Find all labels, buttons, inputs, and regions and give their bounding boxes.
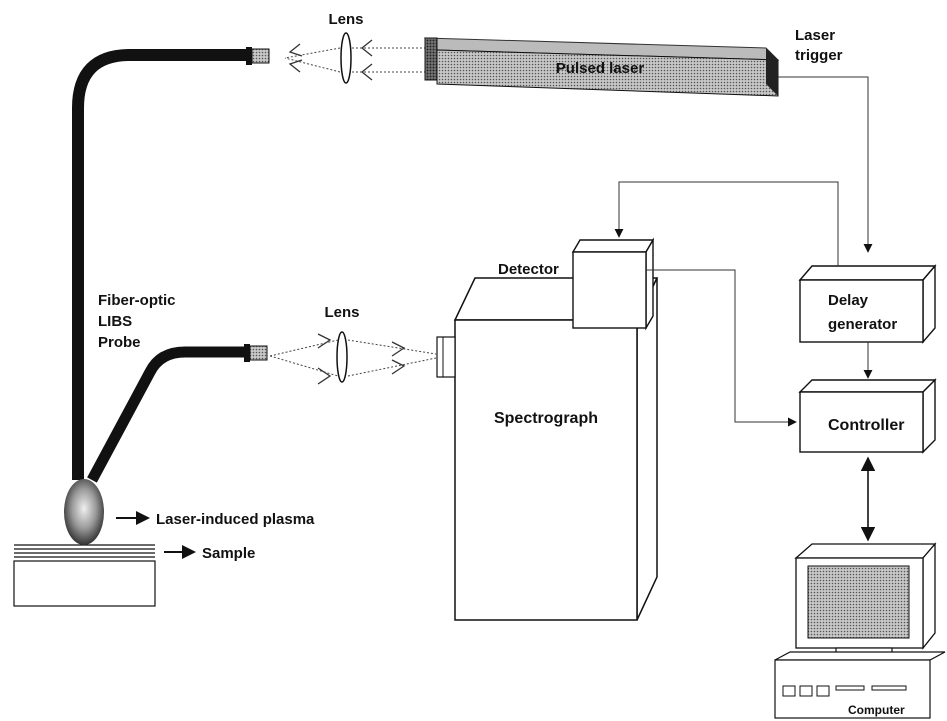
fiber-tip-top xyxy=(251,48,270,64)
sample-pointer-arrow xyxy=(164,545,196,559)
lens-bottom-label: Lens xyxy=(324,304,359,321)
signal-connections xyxy=(614,76,876,542)
entrance-slit xyxy=(436,336,456,378)
probe-label-line2: LIBS xyxy=(98,313,132,330)
fiber-connector-bottom xyxy=(244,344,250,362)
lens-top xyxy=(340,32,352,84)
bottom-lens-assembly xyxy=(269,331,437,385)
controller-label: Controller xyxy=(828,417,904,434)
probe-label-line3: Probe xyxy=(98,334,141,351)
plasma-label: Laser-induced plasma xyxy=(156,511,315,528)
pulsed-laser-label: Pulsed laser xyxy=(556,60,645,77)
top-lens-assembly xyxy=(284,32,430,84)
monitor-screen xyxy=(807,565,910,639)
pulsed-laser: Pulsed laser xyxy=(423,37,780,97)
fiber-tip-bottom xyxy=(249,345,268,361)
plasma-pointer-arrow xyxy=(116,511,150,525)
fiber-connector-top xyxy=(246,47,252,65)
delay-generator-label-line2: generator xyxy=(828,316,897,333)
delay-to-detector-line xyxy=(614,181,839,266)
sample xyxy=(13,544,156,607)
spectrograph-label: Spectrograph xyxy=(494,410,598,427)
lens-top-label: Lens xyxy=(328,11,363,28)
controller: Controller xyxy=(798,378,937,454)
detector-label: Detector xyxy=(498,261,559,278)
computer-label: Computer xyxy=(848,703,905,717)
laser-trigger-label-line2: trigger xyxy=(795,47,843,64)
laser-trigger-line xyxy=(778,76,873,253)
laser-induced-plasma xyxy=(64,479,104,545)
delay-generator-label-line1: Delay xyxy=(828,292,869,309)
probe-label-line1: Fiber-optic xyxy=(98,292,176,309)
sample-label: Sample xyxy=(202,545,255,562)
computer: Computer xyxy=(774,542,946,719)
delay-generator: Delay generator xyxy=(798,264,937,344)
detector-to-controller-line xyxy=(646,269,797,427)
spectrograph: Spectrograph xyxy=(436,277,659,621)
lens-bottom xyxy=(336,331,348,383)
fiber-optic-probe xyxy=(72,47,270,483)
detector: Detector xyxy=(498,237,655,331)
laser-trigger-label-line1: Laser xyxy=(795,27,835,44)
